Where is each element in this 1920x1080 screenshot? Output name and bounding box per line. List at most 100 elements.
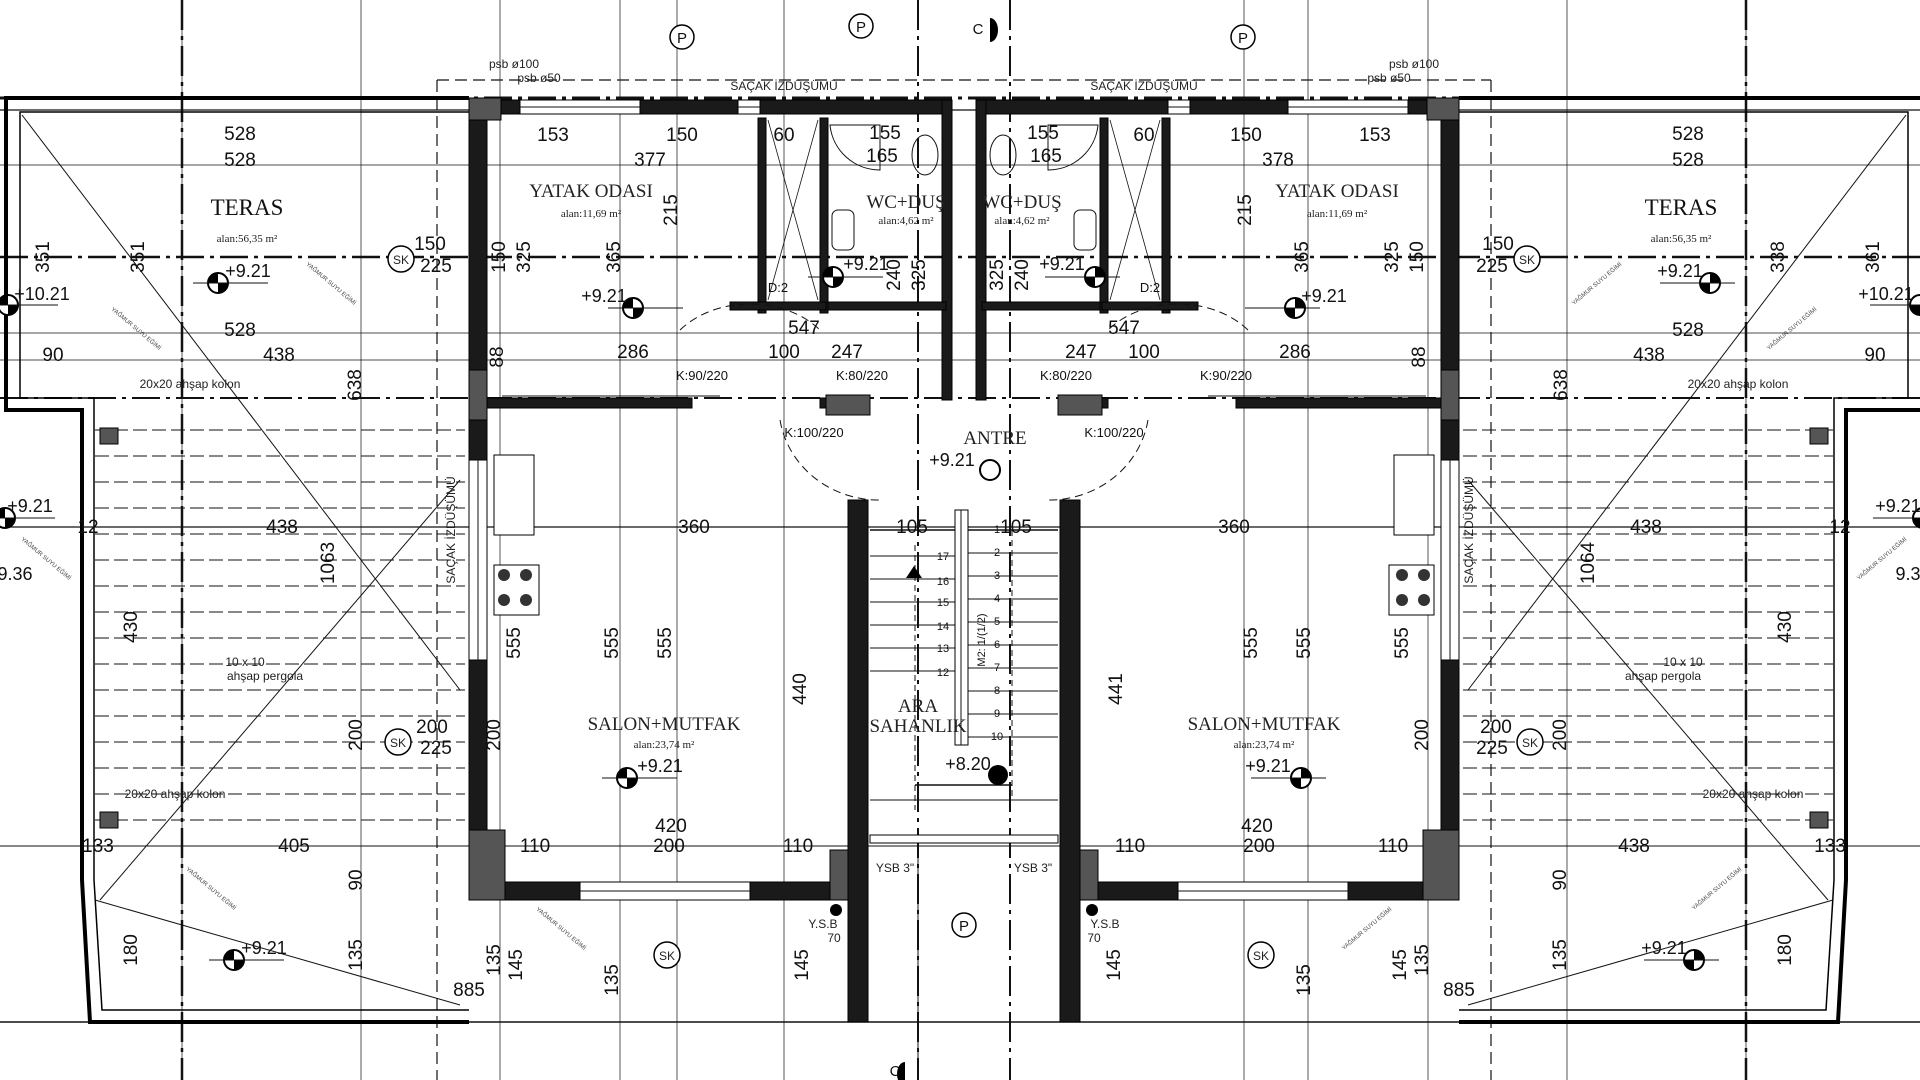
note-label: 70 <box>827 931 841 945</box>
door-label: D:2 <box>1140 280 1160 295</box>
dimension-label: 638 <box>1551 369 1572 401</box>
terrace-outline <box>1459 96 1920 1024</box>
dimension-label: 200 <box>1550 719 1571 751</box>
bathroom-wall <box>975 99 987 401</box>
slope-diagonal <box>94 899 461 1006</box>
elevation-marker-fill <box>1285 298 1305 318</box>
dimension-label: 135 <box>484 944 505 976</box>
dimension-label: 90 <box>42 345 63 366</box>
elevation-label: +9.21 <box>1657 261 1703 281</box>
stair-step-number: 4 <box>994 593 1000 605</box>
axis-marker <box>951 912 977 938</box>
stair-step-number: 10 <box>991 731 1003 743</box>
room-area: alan:23,74 m² <box>1234 739 1295 751</box>
dimension-label: 145 <box>506 949 527 981</box>
burner-icon <box>520 594 532 606</box>
axis-marker <box>669 24 695 50</box>
room-name: WC+DUŞ <box>866 192 945 213</box>
door-swing <box>679 303 821 331</box>
dimension-label: 90 <box>346 869 367 890</box>
terrace-inner-line <box>1459 111 1909 1011</box>
dimension-label: 240 <box>884 259 905 291</box>
elevation-label: +9.21 <box>929 450 975 470</box>
dimension-label: 135 <box>1412 944 1433 976</box>
dimension-label: 286 <box>617 342 649 363</box>
slope-diagonal <box>21 114 461 691</box>
dimension-label: 155 <box>1027 123 1059 144</box>
dimension-label: 555 <box>1294 627 1315 659</box>
dimension-label: 430 <box>1775 611 1796 643</box>
dimension-label: 165 <box>866 146 898 167</box>
wardrobe-x <box>1109 119 1161 301</box>
stair-step-number: 6 <box>994 639 1000 651</box>
dimension-label: 528 <box>224 124 256 145</box>
toilet-icon <box>989 134 1017 176</box>
dimension-label: 528 <box>1672 124 1704 145</box>
section-marker-label: SK <box>1519 253 1535 267</box>
interior-wall <box>1235 397 1442 409</box>
elevation-marker <box>988 765 1008 785</box>
dimension-label: 555 <box>1392 627 1413 659</box>
stair-step-number: 1 <box>994 524 1000 536</box>
note-label: SAÇAK İZDÜŞÜMÜ <box>1462 476 1476 583</box>
dimension-label: 1063 <box>318 542 339 584</box>
note-label: psb ø50 <box>517 71 561 85</box>
note-label: SAÇAK İZDÜŞÜMÜ <box>444 476 458 583</box>
room-name: SALON+MUTFAK <box>1188 714 1341 735</box>
dimension-label: 110 <box>1115 836 1145 857</box>
dimension-label: 528 <box>224 320 256 341</box>
dimension-label: 528 <box>1672 320 1704 341</box>
timber-column <box>99 427 119 445</box>
timber-column <box>99 811 119 829</box>
axis-label: P <box>856 19 866 36</box>
slope-diagonal <box>99 479 461 901</box>
landing-edge <box>869 834 1059 844</box>
closet-wall <box>1161 117 1171 314</box>
note-label: 20x20 ahşap kolon <box>1688 377 1789 391</box>
dimension-label: 225 <box>420 256 452 277</box>
column <box>468 829 506 901</box>
axis-marker <box>848 13 874 39</box>
dimension-label: 215 <box>661 194 682 226</box>
timber-column <box>1809 811 1829 829</box>
elevation-marker-fill <box>617 768 637 788</box>
closet-wall <box>729 301 827 311</box>
dimension-label: 361 <box>1863 241 1884 273</box>
elevation-marker-fill <box>224 950 244 970</box>
dimension-label: 200 <box>1480 717 1512 738</box>
section-marker-label: SK <box>390 736 406 750</box>
bathroom-wall <box>981 301 1101 311</box>
elevation-label: +9.21 <box>637 756 683 776</box>
dimension-label: 180 <box>1775 934 1796 966</box>
dimension-label: 440 <box>790 673 811 705</box>
burner-icon <box>520 569 532 581</box>
elevation-label: +9.21 <box>581 286 627 306</box>
dimension-label: 351 <box>33 241 54 273</box>
dimension-label: 325 <box>514 241 535 273</box>
elevation-label: 9.36 <box>1895 564 1920 584</box>
room-area: alan:56,35 m² <box>217 233 278 245</box>
stair-step-number: 16 <box>937 576 949 588</box>
dimension-label: 420 <box>655 816 687 837</box>
shower-icon <box>829 124 881 171</box>
dimension-label: 1064 <box>1578 541 1599 584</box>
column <box>1440 369 1460 421</box>
dimension-label: 12 <box>1829 517 1850 538</box>
room-name: ARA <box>898 696 938 717</box>
dimension-label: 438 <box>1633 345 1665 366</box>
left-unit-geometry <box>0 96 953 1024</box>
section-arrow-icon <box>897 1062 905 1080</box>
bathroom-wall <box>1099 117 1109 314</box>
elevation-label: +9.21 <box>7 496 53 516</box>
dimension-label: 133 <box>1814 836 1846 857</box>
stair-step-number: 14 <box>937 621 949 633</box>
room-name: SAHANLIK <box>869 716 966 737</box>
dimension-label: 200 <box>484 719 505 751</box>
elevation-label: +9.21 <box>1245 756 1291 776</box>
dimension-label: 225 <box>1476 256 1508 277</box>
dimension-label: 145 <box>1390 949 1411 981</box>
room-name: SALON+MUTFAK <box>588 714 741 735</box>
door-swing <box>1047 419 1149 501</box>
burner-icon <box>498 569 510 581</box>
dimension-label: 165 <box>1030 146 1062 167</box>
